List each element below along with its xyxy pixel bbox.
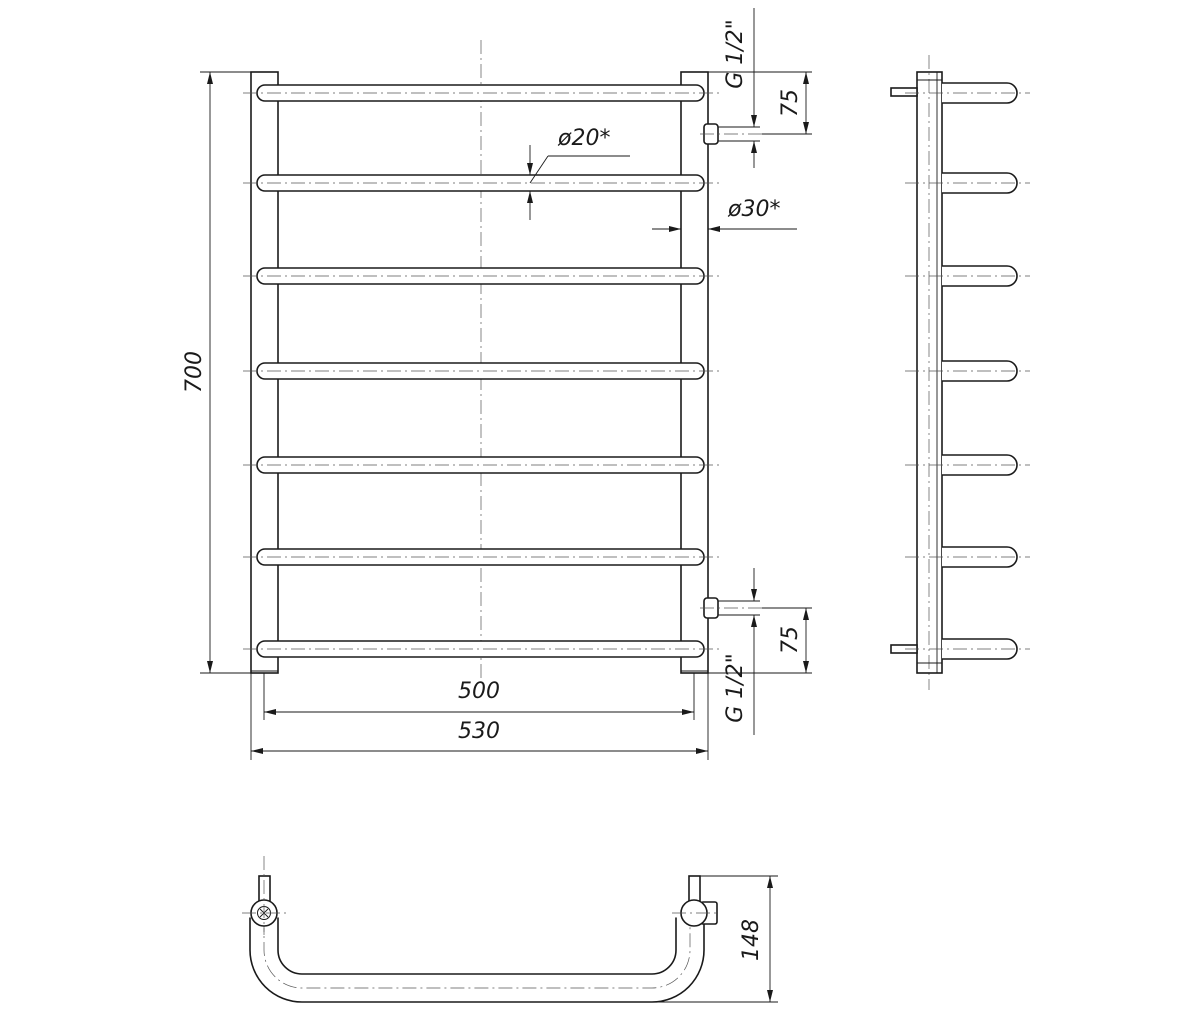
bar-2 (243, 174, 720, 192)
bar-3 (243, 267, 720, 285)
top-offset-label: 75 (778, 89, 803, 117)
bar-6 (243, 548, 720, 566)
post-diameter-label: ø30* (727, 197, 780, 222)
top-thread-label: G 1/2" (723, 19, 748, 89)
bottom-thread-label: G 1/2" (723, 653, 748, 723)
top-bar-inner-contour (277, 917, 677, 975)
outer-width-dimension-label: 530 (458, 719, 500, 744)
bottom-connection-nipple (700, 597, 780, 619)
bar-5 (243, 456, 720, 474)
side-post (916, 71, 943, 674)
front-dimensions: 700 500 530 ø20* ø30* 75 G 1/2" 75 (182, 8, 812, 760)
height-dimension-label: 700 (182, 351, 207, 393)
bars (243, 84, 720, 658)
bar-4 (243, 362, 720, 380)
inner-width-dimension-label: 500 (458, 679, 500, 704)
bar-1 (243, 84, 720, 102)
top-view (242, 856, 720, 1003)
side-view (890, 55, 1030, 690)
top-bar-outer-contour (249, 917, 705, 1003)
bottom-offset-label: 75 (778, 626, 803, 654)
bar-diameter-label: ø20* (557, 126, 610, 151)
depth-dimension-label: 148 (739, 919, 764, 961)
side-top-bracket (890, 87, 918, 97)
bar-7 (243, 640, 720, 658)
front-view (243, 40, 780, 680)
depth-dimension: 148 (654, 875, 778, 1003)
